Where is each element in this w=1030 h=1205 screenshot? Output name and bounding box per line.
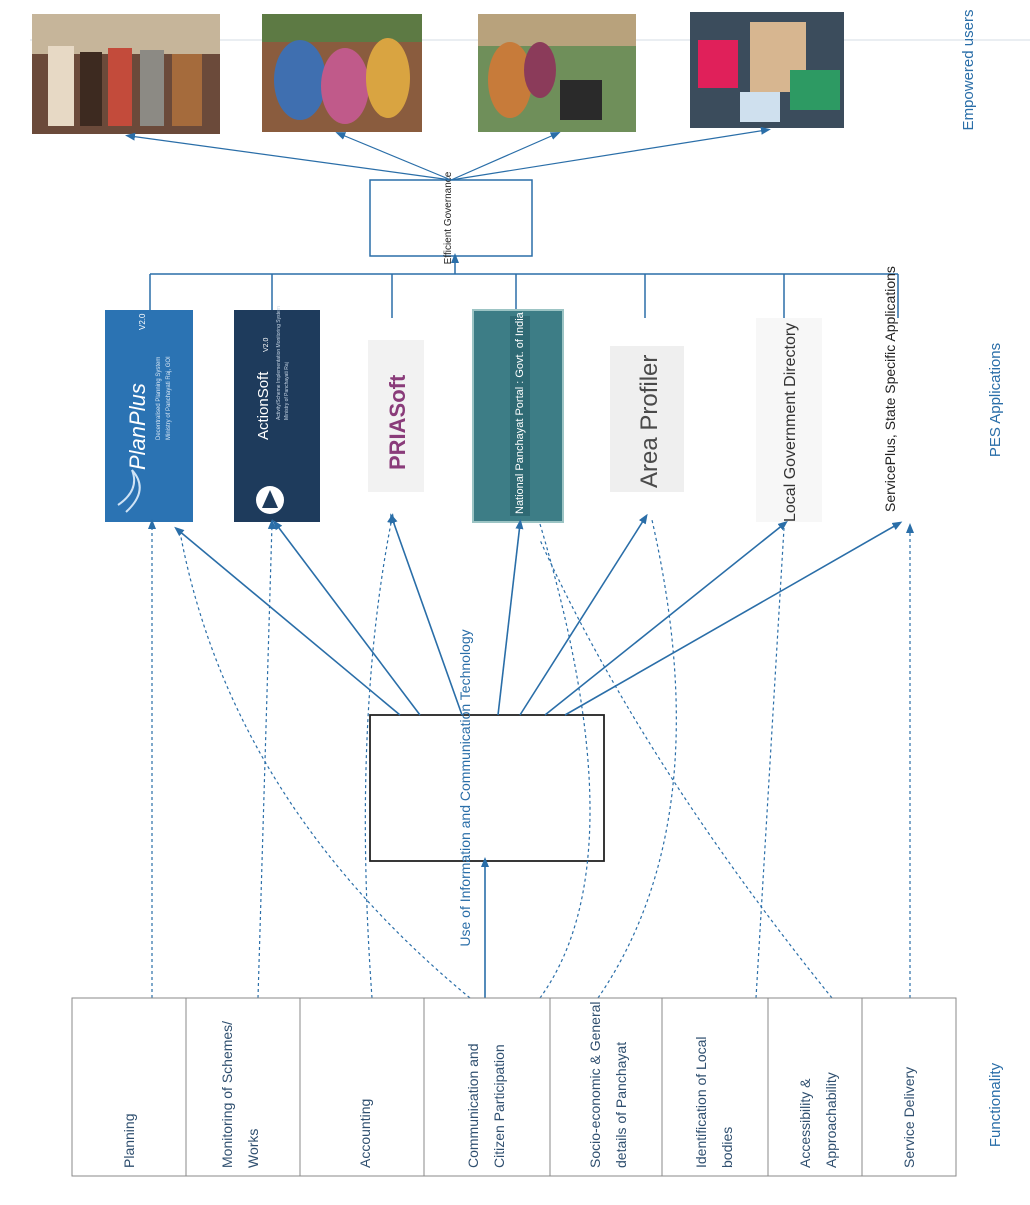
women-group-photo-icon [262,14,422,132]
app-priasoft[interactable]: PRIASoft [368,340,424,492]
serviceplus-line1: ServicePlus, State Specific Applications [882,266,898,512]
national-panchayat-portal-name: National Panchayat Portal : Govt. of Ind… [514,311,526,514]
planplus-name: PlanPlus [125,383,150,470]
actionsoft-name: ActionSoft [255,371,272,440]
local-government-directory-name: Local Government Directory [782,323,799,522]
functionality-label: Functionality [987,1062,1004,1147]
app-actionsoft[interactable]: ActionSoft V2.0 Activity/Scheme Implemen… [234,306,320,522]
func-service-delivery: Service Delivery [901,1067,917,1168]
func-identification-line1: Identification of Local [693,1036,709,1168]
func-identification-line2: bodies [719,1127,735,1168]
planplus-subtitle1: Decentralised Planning System [156,357,162,440]
efficient-governance-text: Efficient Governance [443,171,454,264]
func-accessibility-line2: Approachability [823,1072,839,1168]
actionsoft-version: V2.0 [263,337,270,352]
func-socioeconomic-line1: Socio-economic & General [587,1001,603,1168]
func-communication-line2: Citizen Participation [491,1044,507,1168]
app-planplus[interactable]: PlanPlus V2.0 Decentralised Planning Sys… [105,310,193,522]
area-profiler-name: Area Profiler [636,355,663,488]
planplus-subtitle2: Ministry of Panchayati Raj, GOI [166,356,172,440]
photo-row [32,12,844,134]
priasoft-name: PRIASoft [385,374,410,470]
functionality-dashed-links [148,513,914,999]
func-monitoring-line2: Works [245,1129,261,1168]
planplus-logo-icon [117,469,141,513]
governance-to-users-arrows [125,126,771,181]
apps-bus [149,253,899,318]
ict-to-apps-arrows [174,513,903,998]
group-photo-icon [32,14,220,134]
ict-box: Use of Information and Communication Tec… [369,629,605,947]
pes-applications-label: PES Applications [987,343,1004,457]
func-monitoring-line1: Monitoring of Schemes/ [219,1021,235,1168]
app-serviceplus[interactable]: ServicePlus, State Specific Applications [882,266,898,512]
planplus-version: V2.0 [138,313,147,330]
app-local-government-directory[interactable]: Local Government Directory [756,318,822,522]
app-national-panchayat-portal[interactable]: National Panchayat Portal : Govt. of Ind… [472,309,564,523]
func-accounting: Accounting [357,1099,373,1168]
func-planning: Planning [121,1114,137,1169]
efficient-governance-box: Efficient Governance [369,171,533,264]
actionsoft-subtitle2: Ministry of Panchayati Raj [284,362,290,420]
laptop-training-photo-icon [478,14,636,132]
actionsoft-logo-icon [256,486,284,514]
actionsoft-subtitle1: Activity/Scheme Implementation Monitorin… [276,306,282,420]
computer-training-photo-icon [690,12,844,128]
app-area-profiler[interactable]: Area Profiler [610,346,684,492]
ict-box-text: Use of Information and Communication Tec… [457,629,473,946]
func-communication-line1: Communication and [465,1043,481,1168]
functionality-labels: Planning Monitoring of Schemes/ Works Ac… [121,1001,917,1168]
func-accessibility-line1: Accessibility & [797,1078,813,1168]
functionality-bar [71,997,957,1177]
empowered-users-label-line1: Empowered users [960,10,977,131]
func-socioeconomic-line2: details of Panchayat [613,1042,629,1168]
